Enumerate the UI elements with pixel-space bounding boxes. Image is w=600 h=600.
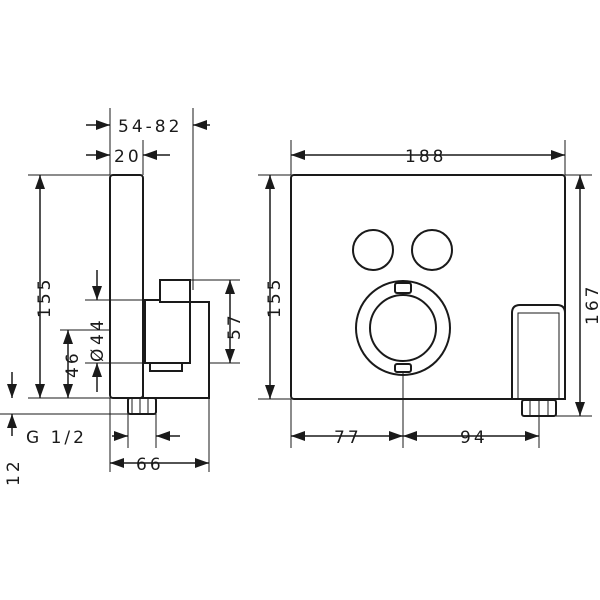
knob-marker-bottom: [394, 363, 412, 373]
push-button-left: [352, 229, 394, 271]
dim-front-offsets: 77 94: [290, 372, 540, 448]
label-body-height: 57: [225, 312, 245, 340]
dim-outlet-height: 46: [60, 329, 110, 398]
side-valve-body: [144, 299, 191, 364]
dim-connection-height: 44 Ø: [85, 270, 145, 392]
label-right-offset: 94: [460, 428, 488, 448]
label-outlet-height: 46: [63, 350, 83, 378]
label-thread: G 1/2: [26, 428, 87, 448]
label-overall-height: 167: [583, 284, 600, 325]
label-diameter-symbol: Ø: [88, 346, 108, 362]
dim-front-width: 188: [290, 140, 566, 175]
shower-holder: [511, 304, 566, 400]
dim-overall-height: 167: [556, 174, 600, 417]
side-bottom-connector: [127, 397, 157, 415]
dim-side-height: 155: [28, 174, 128, 399]
side-valve-cap: [159, 279, 191, 303]
dim-body-height: 57: [190, 279, 245, 364]
label-connection-height: 44: [88, 317, 108, 345]
label-offset: 12: [4, 458, 24, 486]
dim-offset: 12: [0, 372, 128, 486]
label-depth-range: 54-82: [118, 117, 182, 137]
label-left-offset: 77: [334, 428, 362, 448]
side-view: [109, 174, 210, 415]
knob-marker-top: [394, 282, 412, 294]
dim-depth-range: 54-82: [86, 108, 210, 290]
dim-cover-depth: 20: [86, 140, 170, 175]
label-cover-depth: 20: [114, 147, 142, 167]
label-body-depth: 66: [136, 455, 164, 475]
label-side-height: 155: [35, 277, 55, 318]
side-valve-nut: [149, 362, 183, 372]
push-button-right: [411, 229, 453, 271]
label-front-width: 188: [405, 147, 446, 167]
front-view: [290, 174, 566, 417]
dim-thread: G 1/2: [26, 414, 180, 448]
dim-body-depth: 66: [109, 398, 210, 475]
label-front-height: 155: [265, 277, 285, 318]
side-cover-plate: [109, 174, 144, 399]
dim-front-height: 155: [258, 174, 291, 400]
thermostat-knob-inner: [369, 294, 437, 362]
